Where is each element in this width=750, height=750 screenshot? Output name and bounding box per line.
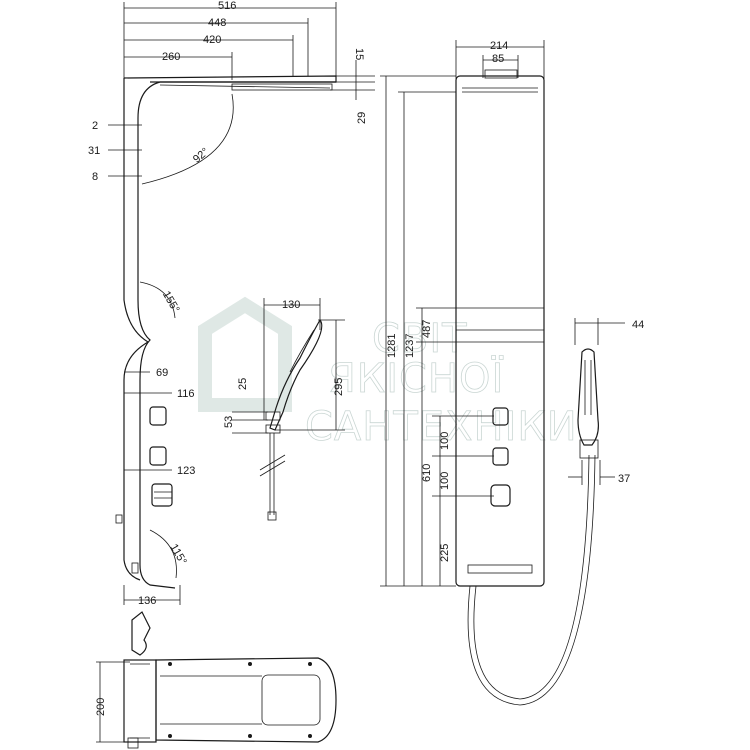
dim-1237: 1237	[404, 334, 416, 358]
knob-thermostat	[151, 483, 173, 507]
bottom-outlet	[467, 564, 533, 574]
angle-115: 115°	[167, 542, 188, 567]
dim-1281: 1281	[386, 334, 398, 358]
hand-shower-view: 130 295 25 53	[223, 298, 345, 521]
dim-610: 610	[421, 464, 433, 482]
dim-130: 130	[282, 299, 300, 311]
dim-260: 260	[162, 51, 180, 63]
watermark-line2: ЯКІСНОЇ	[328, 354, 504, 402]
panel-top-view	[155, 657, 337, 743]
dim-37: 37	[618, 473, 630, 485]
angle-92: 92°	[191, 146, 211, 166]
dim-295: 295	[333, 378, 345, 396]
dim-487: 487	[421, 320, 433, 338]
dim-8: 8	[92, 171, 98, 183]
front-knob-lower	[490, 484, 511, 507]
angle-155: 155°	[160, 289, 182, 315]
dim-100-upper: 100	[439, 432, 451, 450]
dim-15: 15	[353, 48, 365, 60]
dim-69: 69	[156, 367, 168, 379]
dim-200: 200	[95, 698, 107, 716]
dim-123: 123	[177, 465, 195, 477]
dim-225: 225	[439, 544, 451, 562]
dim-448: 448	[208, 17, 226, 29]
wall-mount	[123, 659, 157, 743]
watermark-line3: САНТЕХНІКИ	[305, 404, 578, 450]
plan-view: 200	[95, 611, 337, 749]
side-view: 516 448 420 260 15 29 2 31 8 92° 155°	[88, 0, 375, 607]
hand-shower	[269, 318, 323, 431]
handset-holder	[579, 439, 599, 459]
dim-31: 31	[88, 145, 100, 157]
front-knob-upper	[492, 407, 509, 426]
dim-516: 516	[218, 0, 236, 12]
dim-420: 420	[203, 34, 221, 46]
dim-85: 85	[492, 53, 504, 65]
watermark-line1: СВІТ	[372, 316, 468, 362]
dim-100-lower: 100	[439, 472, 451, 490]
top-connector	[484, 69, 518, 79]
dim-136: 136	[138, 595, 156, 607]
knob-upper	[149, 406, 167, 426]
dim-2: 2	[92, 120, 98, 132]
watermark-logo-icon	[198, 296, 292, 412]
dim-29: 29	[356, 112, 368, 124]
dim-25: 25	[237, 378, 249, 390]
handle-top-view	[131, 611, 151, 656]
front-knob-middle	[492, 447, 509, 466]
shower-panel	[455, 75, 545, 587]
knob-middle	[149, 446, 167, 466]
dim-53: 53	[223, 416, 235, 428]
dim-44: 44	[632, 319, 644, 331]
dim-214: 214	[490, 40, 508, 52]
dim-116: 116	[177, 388, 195, 400]
hand-shower-side	[577, 348, 599, 446]
front-view: 214 85 1281 1237 487 610	[380, 40, 596, 706]
watermark: СВІТ ЯКІСНОЇ САНТЕХНІКИ	[198, 296, 578, 450]
shower-head-view: 44 37	[568, 318, 644, 485]
